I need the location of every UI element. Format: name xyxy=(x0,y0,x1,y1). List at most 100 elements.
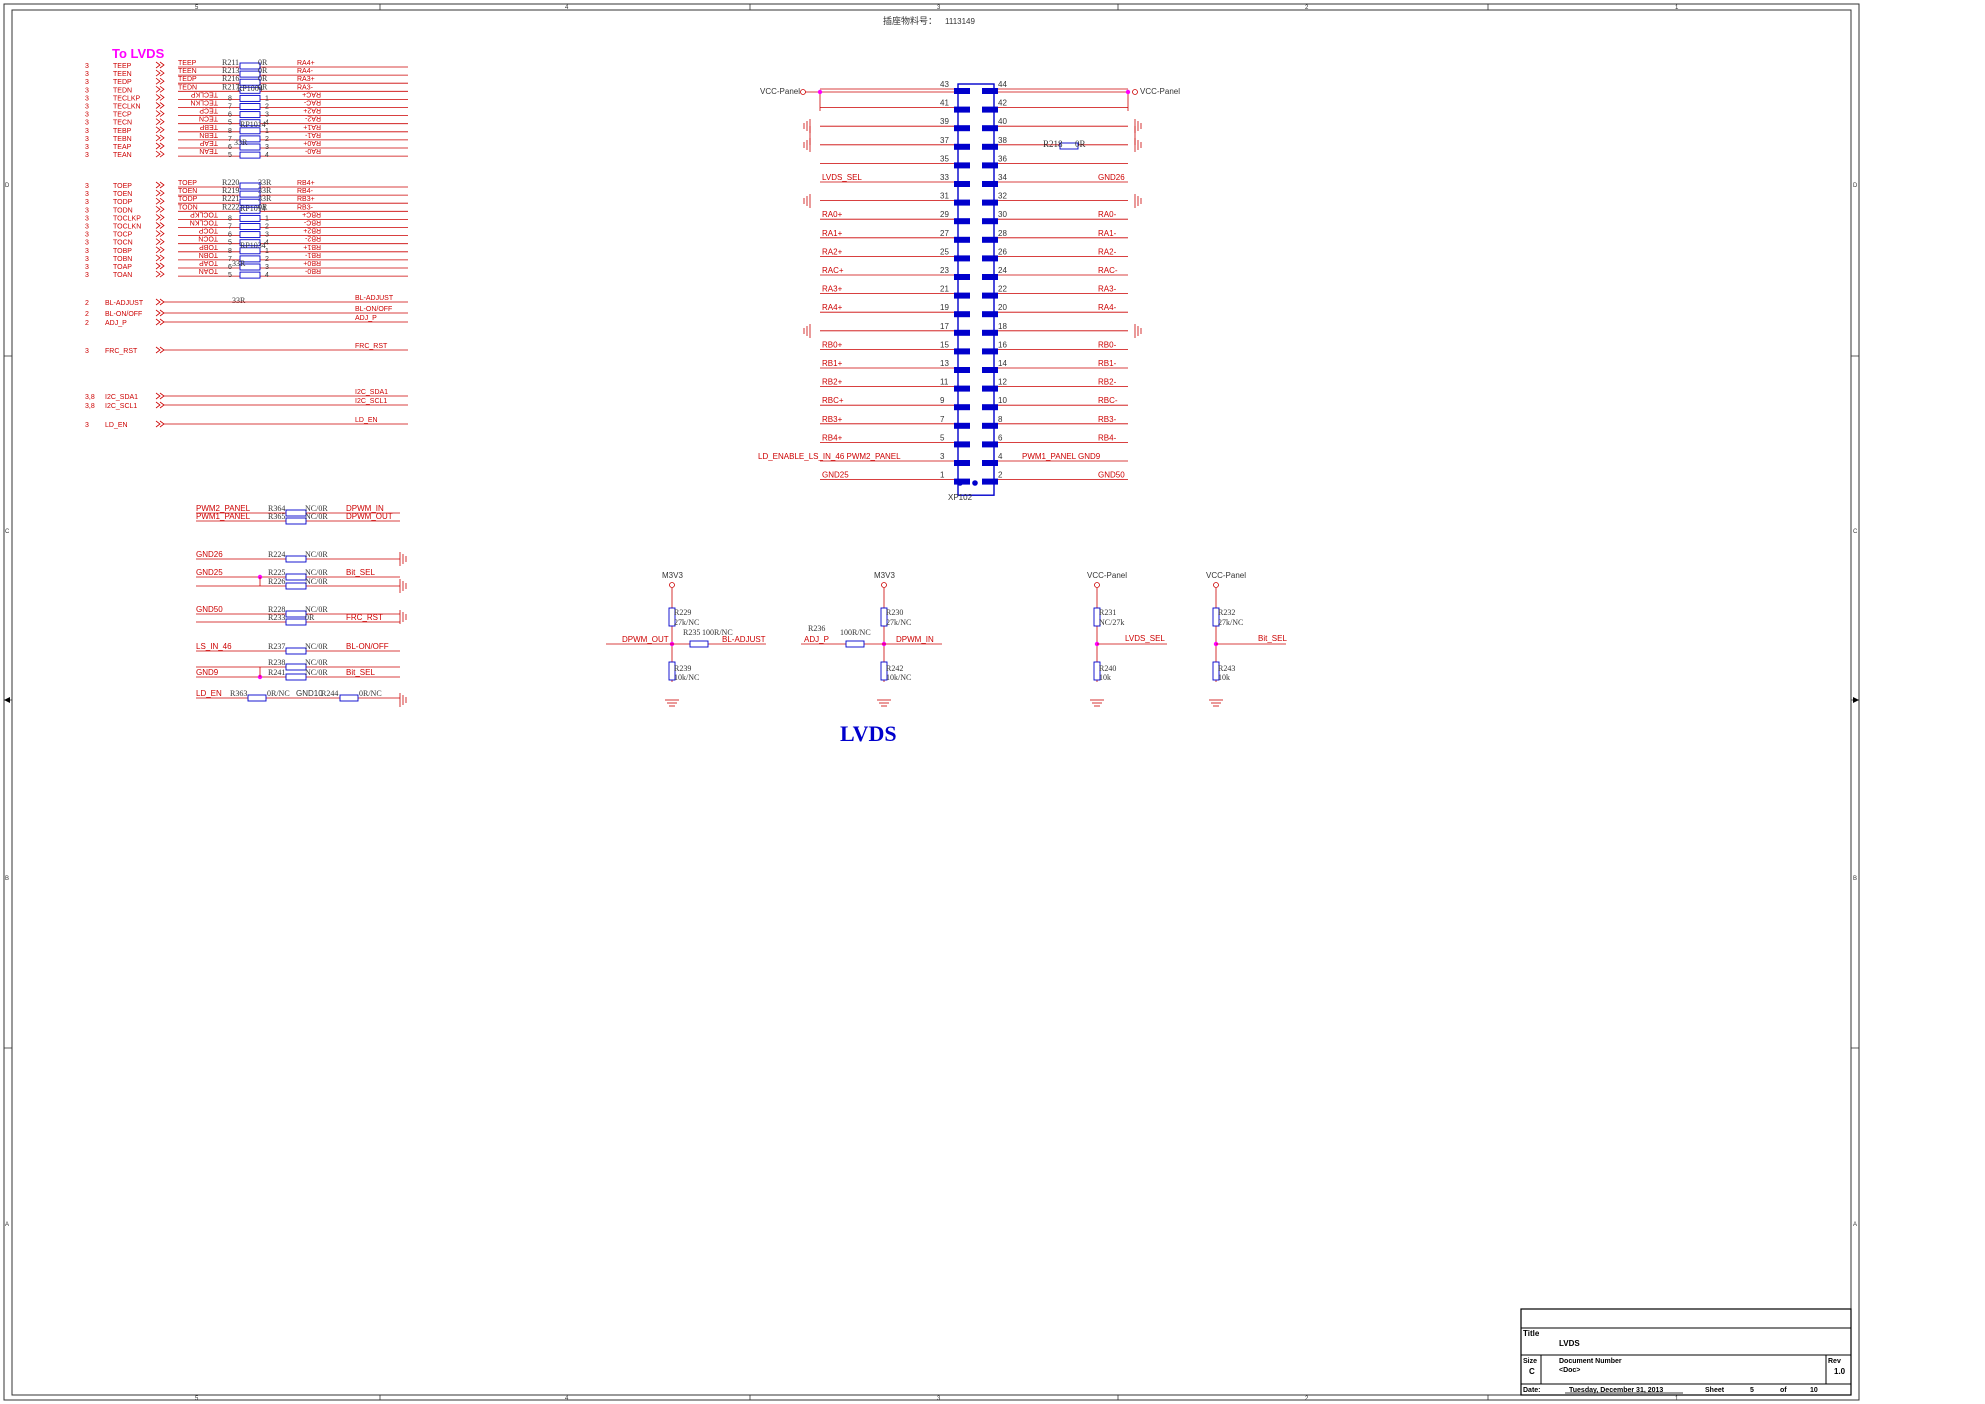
rp-pin: 4 xyxy=(265,152,269,159)
pin-number-left: 35 xyxy=(940,154,949,163)
resistor-ref: R219 xyxy=(222,186,239,195)
net-label: Bit_SEL xyxy=(346,668,375,677)
net-label: LS_IN_46 xyxy=(196,642,232,651)
port-label: TODP xyxy=(113,199,133,206)
row-mark-left: D xyxy=(5,183,10,189)
bottom-resistor xyxy=(1212,661,1220,681)
sheet-ref: 3 xyxy=(85,248,89,255)
net-label: DPWM_IN xyxy=(346,504,384,513)
rp-element xyxy=(239,214,261,222)
rp-element xyxy=(239,119,261,127)
pin-number-left: 39 xyxy=(940,117,949,126)
vcc-port xyxy=(800,89,806,95)
mirrored-net-label: RB2- xyxy=(304,235,321,242)
sheet-ref: 3 xyxy=(85,71,89,78)
rp-pin: 8 xyxy=(228,215,232,222)
net-label: FRC_RST xyxy=(346,613,383,622)
resistor-ref: R238 xyxy=(268,658,285,667)
pin-number-right: 12 xyxy=(998,378,1007,387)
resistor-val: 27k/NC xyxy=(886,618,911,627)
port-arrow xyxy=(155,318,165,326)
mirrored-net-label: RA1+ xyxy=(303,123,321,130)
connector-pin-left xyxy=(954,385,970,392)
rp-pin: 4 xyxy=(265,272,269,279)
col-mark-bottom: 2 xyxy=(1305,1396,1309,1402)
connector-net-left: RB2+ xyxy=(822,378,843,387)
rev-value: 1.0 xyxy=(1834,1367,1846,1376)
sheet-ref: 3,8 xyxy=(85,403,95,410)
port-label: ADJ_P xyxy=(105,320,127,327)
connector-net-right: RA1- xyxy=(1098,229,1117,238)
r218-ref: R218 xyxy=(1043,139,1063,149)
resistor xyxy=(285,663,307,671)
resistor xyxy=(339,694,359,702)
connector-pin-left xyxy=(954,143,970,150)
resistor-val: NC/0R xyxy=(305,577,328,586)
connector-pin-left xyxy=(954,441,970,448)
connector-net-right: RB3- xyxy=(1098,415,1117,424)
pin-number-left: 33 xyxy=(940,173,949,182)
sheet-ref: 3 xyxy=(85,215,89,222)
resistor-ref: R225 xyxy=(268,568,285,577)
row-mark-right: D xyxy=(1853,183,1858,189)
resistor xyxy=(239,86,261,94)
resistor-val: 0R xyxy=(258,202,268,211)
mirrored-net-label: TOCLKP xyxy=(190,210,218,217)
connector-pin-left xyxy=(954,218,970,225)
top-resistor xyxy=(1093,607,1101,627)
connector-pin-right xyxy=(982,181,998,187)
pin-number-left: 5 xyxy=(940,433,945,442)
sheet-ref: 3 xyxy=(85,95,89,102)
part-number-label: 插座物料号： xyxy=(883,15,937,26)
resistor-ref: R240 xyxy=(1099,664,1116,673)
port-arrow xyxy=(155,110,165,117)
port-arrow xyxy=(155,126,165,134)
port-label: TEEN xyxy=(113,71,132,78)
series-resistor xyxy=(689,640,709,648)
resistor-val: 10k/NC xyxy=(674,673,699,682)
net-label: ADJ_P xyxy=(355,315,377,322)
sheet-ref: 3 xyxy=(85,136,89,143)
port-label: TEBN xyxy=(113,136,132,143)
port-arrow xyxy=(155,222,165,229)
connector-net-right: RB1- xyxy=(1098,359,1117,368)
rp-element xyxy=(239,111,261,119)
port-arrow xyxy=(155,142,165,150)
rp-element xyxy=(239,255,261,263)
top-resistor xyxy=(1212,607,1220,627)
resistor-val: NC/27k xyxy=(1099,618,1124,627)
rp-pin: 5 xyxy=(228,240,232,247)
sheet-ref: 3,8 xyxy=(85,394,95,401)
resistor-val: NC/0R xyxy=(305,658,328,667)
sheet-ref: 3 xyxy=(85,199,89,206)
col-mark-bottom: 3 xyxy=(937,1396,941,1402)
pin-number-left: 37 xyxy=(940,136,949,145)
sheet-ref: 3 xyxy=(85,87,89,94)
pin-number-right: 14 xyxy=(998,359,1007,368)
r218-resistor xyxy=(1059,142,1079,150)
connector-net-right: RB2- xyxy=(1098,378,1117,387)
net-label: BL-ON/OFF xyxy=(355,306,392,313)
rp-ref: RP1014 xyxy=(240,120,266,129)
vcc-panel-left-label: VCC-Panel xyxy=(760,87,800,96)
resistor-val: 27k/NC xyxy=(674,618,699,627)
pin-number-left: 3 xyxy=(940,452,945,461)
port-label: TEEP xyxy=(113,63,132,70)
sheet-ref: 3 xyxy=(85,144,89,151)
pin-number-left: 31 xyxy=(940,192,949,201)
port-label: TECLKP xyxy=(113,95,141,102)
mirrored-net-label: RB2+ xyxy=(303,227,321,234)
sheet-ref: 2 xyxy=(85,320,89,327)
port-label: TEBP xyxy=(113,128,132,135)
rp-pin: 4 xyxy=(265,120,269,127)
connector-net-left: RBC+ xyxy=(822,396,844,405)
connector-pin-right xyxy=(982,162,998,169)
connector-net-right: RA4- xyxy=(1098,303,1117,312)
col-mark-top: 1 xyxy=(1675,5,1679,11)
resistor-ref: R363 xyxy=(230,689,247,698)
resistor xyxy=(247,694,267,702)
pin-number-right: 18 xyxy=(998,322,1007,331)
pin-number-left: 43 xyxy=(940,80,949,89)
